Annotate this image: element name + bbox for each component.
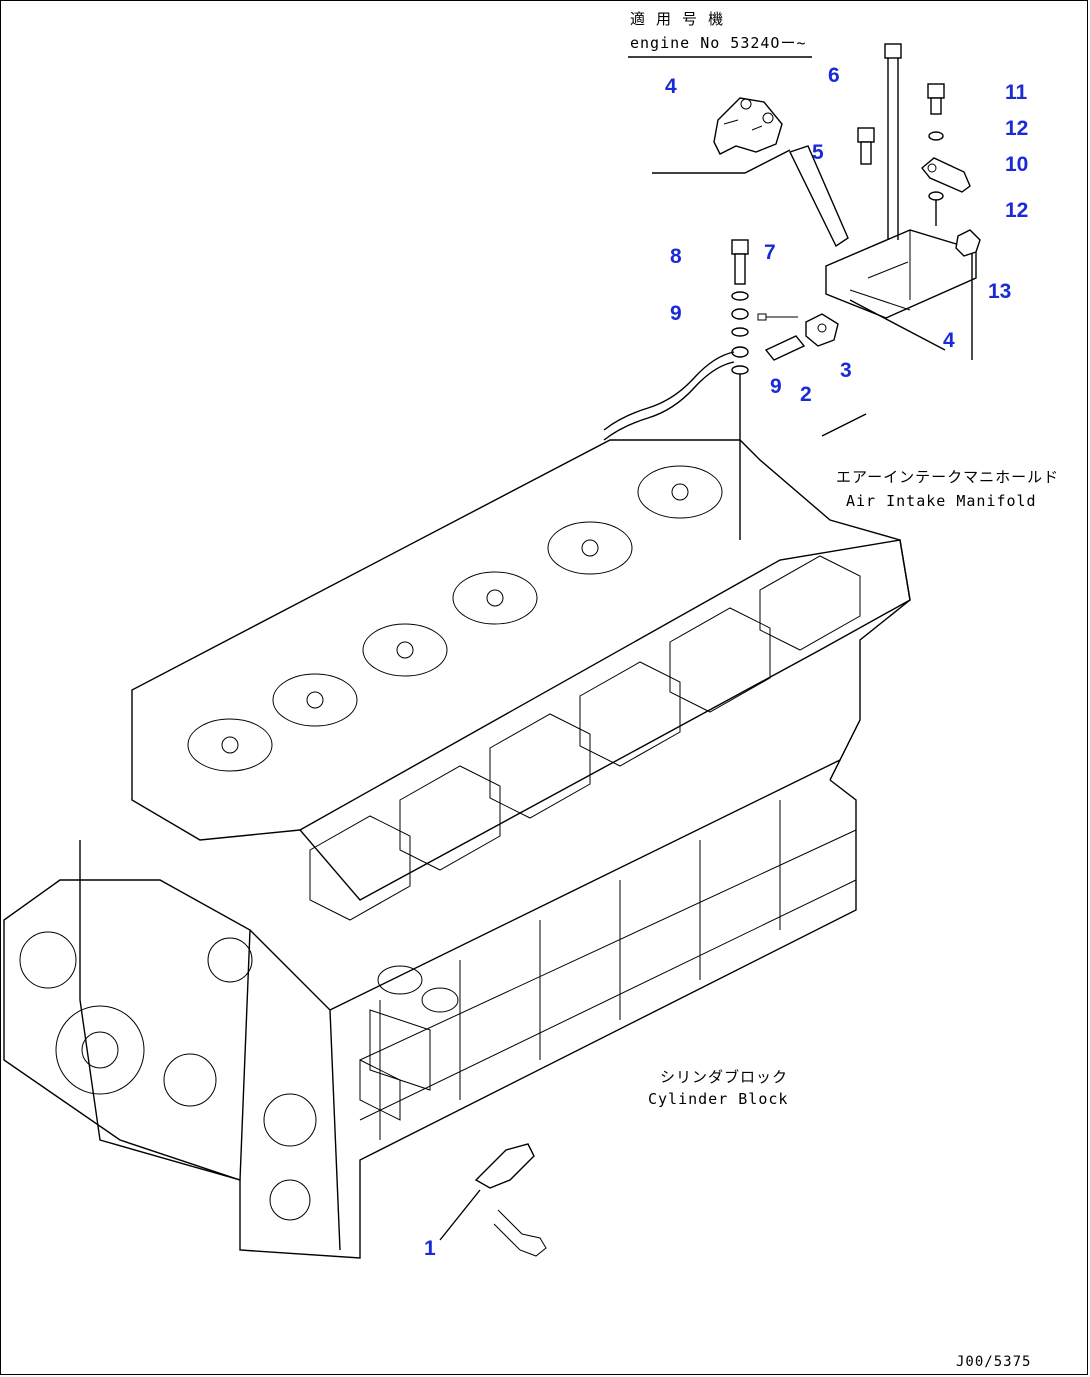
bracket-4-detail: [713, 97, 783, 155]
callout-12-lower: 12: [1005, 199, 1029, 222]
air-intake-leader: [821, 413, 867, 437]
air-intake-label-en: Air Intake Manifold: [846, 492, 1037, 510]
sensor-13: [955, 229, 981, 257]
applicability-note-en: engine No 5324Oー~: [630, 34, 807, 52]
washer-12b: [928, 191, 944, 201]
callout-11: 11: [1005, 81, 1028, 104]
callout-12-upper: 12: [1005, 117, 1029, 140]
callout-1: 1: [424, 1237, 436, 1260]
callout-4-top: 4: [665, 75, 677, 98]
callout-5: 5: [812, 141, 824, 164]
cylinder-block-label-jp: シリンダブロック: [660, 1068, 789, 1086]
callout-9-left: 9: [670, 302, 682, 325]
bolt-7: [757, 313, 798, 321]
washer-12a: [928, 131, 944, 141]
bolt-5: [857, 127, 875, 165]
washer-9c: [731, 327, 749, 337]
bolt-6: [884, 43, 902, 240]
washer-9a: [731, 291, 749, 301]
bolt-11: [927, 83, 945, 115]
callout-3: 3: [840, 359, 852, 382]
callout-10: 10: [1005, 153, 1029, 176]
engine-block: [3, 439, 911, 1259]
pipe-2: [603, 335, 806, 441]
callout-6: 6: [828, 64, 840, 87]
callout-13: 13: [988, 280, 1012, 303]
callout-7: 7: [764, 241, 776, 264]
air-intake-label-jp: エアーインテークマニホールド: [836, 468, 1060, 486]
callout-9-lower: 9: [770, 375, 782, 398]
applicability-note-jp: 適 用 号 機: [630, 10, 725, 28]
bracket-10: [921, 157, 971, 193]
callout-2: 2: [800, 383, 812, 406]
washer-9b: [731, 308, 749, 320]
fitting-eye: [731, 346, 749, 358]
manifold-flange: [789, 145, 977, 360]
washer-9d: [731, 365, 749, 375]
sensor-1: [439, 1143, 547, 1257]
cylinder-block-label-en: Cylinder Block: [648, 1090, 789, 1108]
bolt-8: [731, 239, 749, 285]
callout-4-right: 4: [943, 329, 955, 352]
fitting-3: [805, 313, 839, 347]
document-number: J00/5375: [956, 1354, 1032, 1370]
callout-8: 8: [670, 245, 682, 268]
